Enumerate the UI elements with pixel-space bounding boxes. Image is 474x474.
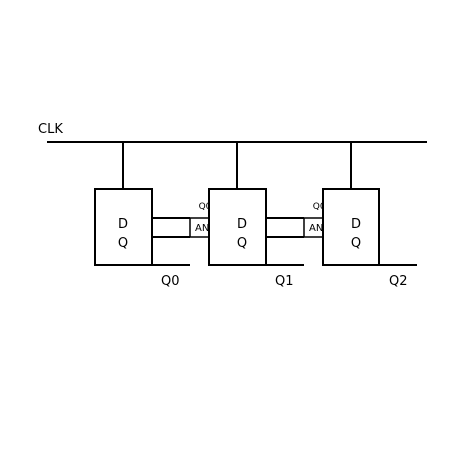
flipflop-0-box: [94, 188, 153, 266]
gate-1-label: AND: [309, 223, 331, 234]
flipflop-2-q-label: Q: [351, 236, 361, 251]
flipflop-1-q-label: Q: [237, 236, 247, 251]
gate-0-input-label: Q0: [199, 202, 212, 212]
flipflop-0-output-label: Q0: [161, 274, 180, 289]
flipflop-0-q-label: Q: [118, 236, 128, 251]
flipflop-1-box: [208, 188, 267, 266]
flipflop-0: D Q: [94, 188, 153, 266]
flipflop-0-d-label: D: [118, 217, 128, 232]
flipflop-2-output-label: Q2: [389, 274, 408, 289]
flipflop-2: D Q: [322, 188, 380, 266]
gate-0-label: AND: [195, 223, 217, 234]
flipflop-1: D Q: [208, 188, 267, 266]
clock-label: CLK: [38, 122, 63, 137]
flipflop-1-d-label: D: [237, 217, 247, 232]
flipflop-1-output-label: Q1: [275, 274, 294, 289]
flipflop-2-d-label: D: [351, 217, 361, 232]
